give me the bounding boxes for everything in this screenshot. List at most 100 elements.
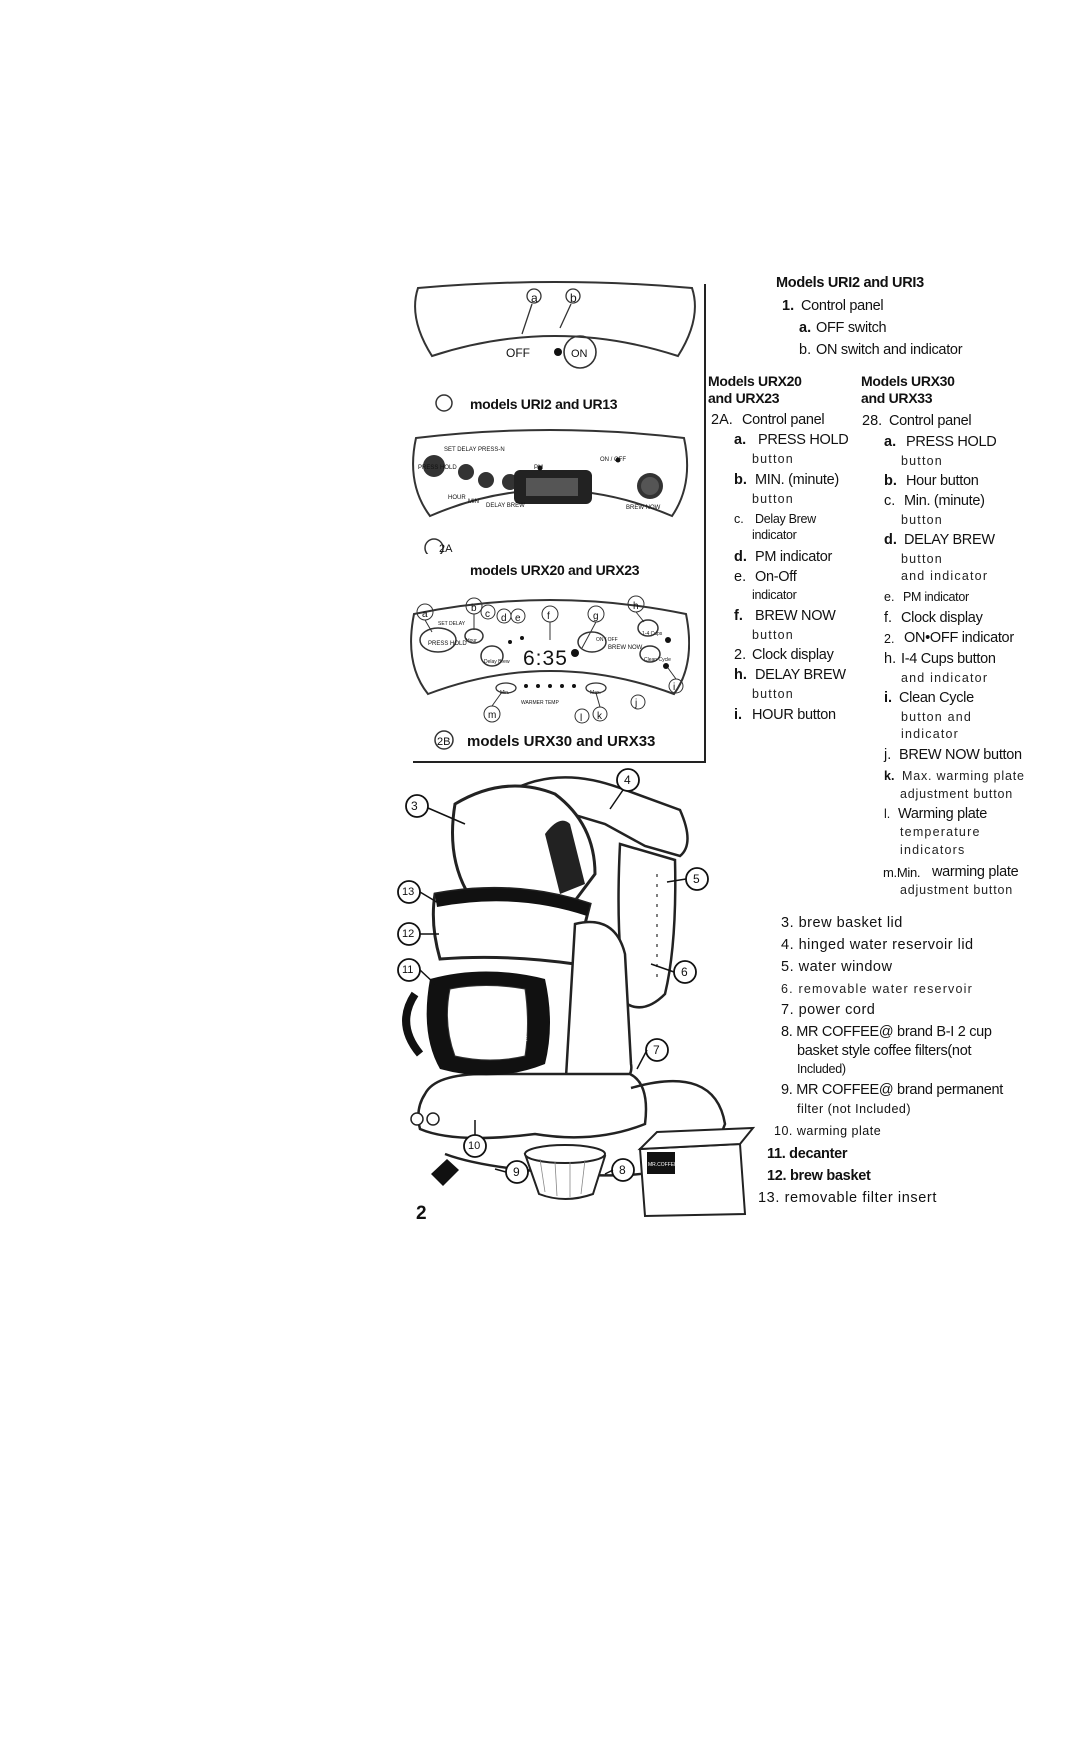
s2b-item-l-text3: indicators <box>900 843 966 857</box>
s2a-item-e-num: e. <box>734 569 747 585</box>
part-11: 11. decanter <box>767 1146 848 1162</box>
s2a-item-a-text: PRESS HOLD <box>758 432 849 448</box>
p2b-callout-h: h <box>633 601 639 612</box>
s2b-item-h-text2: and indicator <box>901 671 989 685</box>
s2a-item-a-text2: button <box>752 452 794 466</box>
s2b-item-j-num: j. <box>884 747 892 763</box>
coffee-maker-illustration <box>397 768 756 1218</box>
s1-item-b-num: b. <box>799 342 812 358</box>
p2b-callout-f: f <box>547 611 550 622</box>
p2a-on-off: ON / OFF <box>600 457 626 463</box>
s2b-item-g-text: ON•OFF indicator <box>904 630 1014 646</box>
p2b-callout-e: e <box>515 613 521 624</box>
s2b-item-g-num: 2. <box>884 632 895 646</box>
panel-1-caption: models URI2 and UR13 <box>470 396 618 412</box>
figure-number: 2 <box>416 1203 427 1224</box>
s2b-item-f-text: Clock display <box>901 610 983 626</box>
s2a-item-2a-text: Control panel <box>742 412 825 428</box>
section-2a-heading-1: Models URX20 <box>708 373 802 389</box>
p2a-delay-brew: DELAY BREW <box>486 503 525 509</box>
part-9: 9. MR COFFEE@ brand permanent <box>781 1082 1003 1098</box>
callout-6: 6 <box>681 965 688 979</box>
p2b-callout-a: a <box>422 609 428 620</box>
p2a-brew-now: BREW NOW <box>626 505 661 511</box>
s2a-item-h-text2: button <box>752 687 794 701</box>
p2b-callout-l: l <box>580 713 583 724</box>
s2b-item-i-num: i. <box>884 690 893 706</box>
callout-4: 4 <box>624 773 631 787</box>
s2b-item-f-num: f. <box>884 610 893 626</box>
panel-2b-icon: 2B <box>437 736 451 748</box>
s2b-item-k-text2: adjustment button <box>900 787 1013 801</box>
callout-3: 3 <box>411 799 418 813</box>
s2b-item-i-text2: button and <box>901 710 973 724</box>
s2b-item-k-text: Max. warming plate <box>902 769 1025 783</box>
callout-7: 7 <box>653 1043 660 1057</box>
off-switch-label: OFF <box>506 346 530 360</box>
p2b-clock-display: 6:35 <box>523 647 568 670</box>
s2b-item-e-num: e. <box>884 590 895 604</box>
s2b-item-d-text: DELAY BREW <box>904 532 995 548</box>
p2b-press-hold: PRESS HOLD <box>428 641 467 647</box>
s2a-item-i-num: i. <box>734 707 743 723</box>
part-8-line2: basket style coffee filters(not <box>797 1043 972 1059</box>
s2b-item-j-text: BREW NOW button <box>899 747 1022 763</box>
s2b-item-d-text3: and indicator <box>901 569 989 583</box>
panel-2b-caption: models URX30 and URX33 <box>467 733 656 750</box>
s2b-item-e-text: PM indicator <box>903 590 969 604</box>
s2b-item-m-text2: adjustment button <box>900 883 1013 897</box>
s2a-item-g-num: 2. <box>734 647 747 663</box>
panel-2a-caption: models URX20 and URX23 <box>470 562 640 578</box>
s2b-item-l-text: Warming plate <box>898 806 988 822</box>
p2b-set-delay: SET DELAY <box>438 621 466 627</box>
s2a-item-b-text2: button <box>752 492 794 506</box>
callout-12: 12 <box>402 928 415 940</box>
s2b-item-a-text2: button <box>901 454 943 468</box>
panel-2b-illustration <box>410 595 690 750</box>
s2b-item-b-num: b. <box>884 473 897 489</box>
s2a-item-f-text2: button <box>752 628 794 642</box>
p2a-press-hold: PRESS HOLD <box>418 465 457 471</box>
s2b-item-d-text2: button <box>901 552 943 566</box>
s2a-item-b-num: b. <box>734 472 747 488</box>
p2b-callout-i: i <box>673 682 676 693</box>
s2a-item-c-num: c. <box>734 512 744 526</box>
section-2b-heading-2: and URX33 <box>861 390 933 406</box>
p2b-warmer-temp: WARMER TEMP <box>521 700 559 706</box>
s2b-item-a-text: PRESS HOLD <box>906 434 997 450</box>
p2b-callout-b: b <box>471 603 477 614</box>
s2b-item-h-num: h. <box>884 651 897 667</box>
p2b-callout-m: m <box>488 710 497 721</box>
panel-divider-vertical <box>704 284 706 762</box>
s2b-item-a-num: a. <box>884 434 897 450</box>
s2b-item-d-num: d. <box>884 532 897 548</box>
p2b-delay-brew: Delay Brew <box>484 659 510 665</box>
callout-9: 9 <box>513 1165 520 1179</box>
part-9-line2: filter (not Included) <box>797 1102 912 1116</box>
p2b-clean-cycle: Clean Cycle <box>644 657 671 663</box>
s2b-item-l-num: l. <box>884 807 891 821</box>
part-7: 7. power cord <box>781 1002 876 1018</box>
s2a-item-f-text: BREW NOW <box>755 608 836 624</box>
s2b-item-h-text: I-4 Cups button <box>901 651 996 667</box>
p2b-cups: 1-4 Cups <box>642 631 663 637</box>
s2b-item-28-num: 28. <box>862 413 883 429</box>
s2b-item-i-text3: indicator <box>901 727 960 741</box>
s2a-item-d-text: PM indicator <box>755 549 832 565</box>
s2b-item-m-num: m.Min. <box>883 865 921 880</box>
section-2b-heading-1: Models URX30 <box>861 373 955 389</box>
p2a-pm: PM <box>534 465 543 471</box>
s2b-item-b-text: Hour button <box>906 473 979 489</box>
panel-2a-icon: 2A <box>439 543 453 555</box>
p2b-callout-j: j <box>635 698 638 709</box>
s2a-item-i-text: HOUR button <box>752 707 836 723</box>
s2a-item-d-num: d. <box>734 549 747 565</box>
p2b-callout-g: g <box>593 611 599 622</box>
s2a-item-c-text2: indicator <box>752 528 797 542</box>
part-10: 10. warming plate <box>774 1124 882 1138</box>
part-13: 13. removable filter insert <box>758 1190 937 1206</box>
p2a-min: MIN <box>468 499 479 505</box>
s1-item-a-text: OFF switch <box>816 320 887 336</box>
panel-divider-horizontal <box>413 761 706 763</box>
s2b-item-l-text2: temperature <box>900 825 981 839</box>
